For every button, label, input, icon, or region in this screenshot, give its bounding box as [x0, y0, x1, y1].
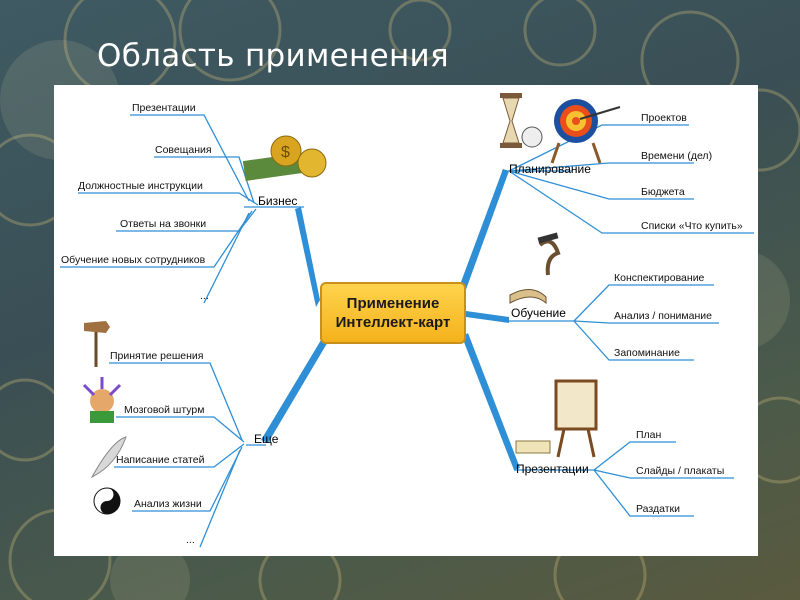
branch-more	[261, 335, 329, 443]
business-item: Должностные инструкции	[78, 180, 203, 192]
business-item: Совещания	[155, 144, 212, 156]
signpost-icon	[84, 321, 110, 367]
target-icon	[550, 99, 621, 164]
presentations-item: План	[636, 429, 662, 441]
branch-label-presentations: Презентации	[516, 462, 589, 476]
business-item: ...	[200, 290, 209, 302]
hourglass-icon	[500, 93, 543, 148]
svg-text:$: $	[281, 144, 290, 161]
business-item: Презентации	[132, 102, 196, 114]
easel-icon	[515, 379, 598, 458]
slide-title: Область применения	[97, 38, 449, 74]
branch-learning	[466, 311, 509, 323]
brainstorm-icon	[82, 377, 122, 423]
branch-business	[295, 207, 320, 307]
branch-planning	[458, 169, 509, 295]
book-icon	[509, 232, 561, 305]
more-item: ...	[186, 534, 195, 546]
mind-map-lines: $	[60, 93, 754, 548]
learning-item: Запоминание	[614, 347, 680, 359]
planning-item: Списки «Что купить»	[641, 220, 743, 232]
yin-yang-icon	[93, 487, 121, 515]
branch-label-more: Еще	[254, 432, 279, 446]
center-node: Применение Интеллект-карт	[320, 282, 466, 344]
money-icon: $	[242, 135, 327, 181]
feather-icon	[90, 436, 127, 479]
more-item: Мозговой штурм	[124, 404, 205, 416]
more-item: Принятие решения	[110, 350, 204, 362]
center-line-2: Интеллект-карт	[335, 314, 451, 331]
branch-label-business: Бизнес	[258, 194, 298, 208]
branch-label-learning: Обучение	[511, 306, 566, 320]
branch-label-planning: Планирование	[509, 162, 591, 176]
branch-presentations	[462, 333, 520, 470]
planning-item: Бюджета	[641, 186, 685, 198]
more-item: Написание статей	[116, 454, 205, 466]
planning-item: Проектов	[641, 112, 687, 124]
learning-item: Конспектирование	[614, 272, 705, 284]
planning-item: Времени (дел)	[641, 150, 713, 162]
learning-item: Анализ / понимание	[614, 310, 712, 322]
business-item: Ответы на звонки	[120, 218, 207, 230]
mind-map: $	[54, 85, 758, 556]
business-item: Обучение новых сотрудников	[61, 254, 206, 266]
more-item: Анализ жизни	[134, 498, 202, 510]
presentations-item: Слайды / плакаты	[636, 465, 725, 477]
presentations-item: Раздатки	[636, 503, 680, 515]
center-line-1: Применение	[346, 295, 440, 312]
